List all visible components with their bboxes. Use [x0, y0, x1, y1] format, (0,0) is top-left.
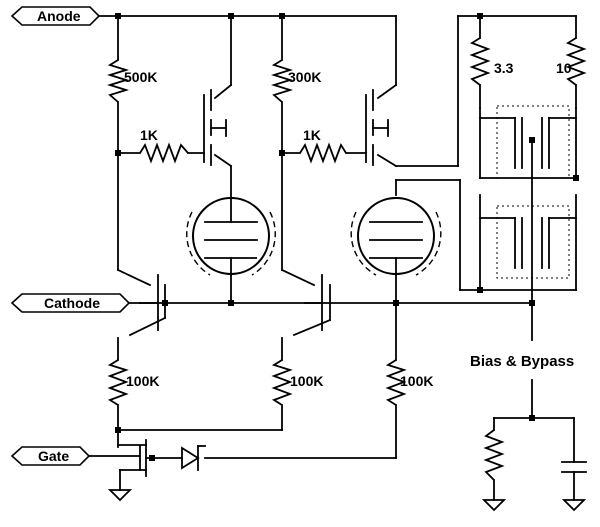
resistor-500k: 500K	[106, 59, 157, 103]
resistor-10-label: 10	[556, 60, 572, 76]
resistor-1k-right: 1K	[299, 127, 347, 164]
igbt-left	[203, 89, 227, 166]
resistor-100k-right: 100K	[385, 359, 433, 406]
transistor-middle	[304, 274, 323, 331]
cathode-port-label: Cathode	[44, 295, 100, 311]
bypass-capacitor	[561, 461, 587, 473]
resistor-300k-label: 300K	[288, 69, 321, 85]
power-module	[479, 105, 577, 291]
gate-port-label: Gate	[38, 448, 69, 464]
bias-bypass-label: Bias & Bypass	[470, 353, 574, 370]
resistor-100k-left: 100K	[107, 359, 159, 406]
resistor-1k-left-label: 1K	[140, 127, 158, 143]
junction-dots	[115, 13, 579, 461]
resistor-10: 10	[556, 37, 587, 86]
resistor-1k-left: 1K	[139, 127, 189, 164]
anode-port-label: Anode	[37, 8, 81, 24]
gate-port[interactable]: Gate	[10, 446, 91, 466]
igbt-right	[365, 89, 389, 166]
ground-icon	[107, 489, 133, 502]
resistor-3-3: 3.3	[469, 37, 514, 86]
resistor-500k-label: 500K	[124, 69, 157, 85]
anode-port[interactable]: Anode	[10, 6, 101, 26]
transistor-left	[139, 274, 159, 331]
resistor-1k-right-label: 1K	[303, 127, 321, 143]
wiring	[88, 15, 577, 501]
resistor-3-3-label: 3.3	[494, 60, 514, 76]
resistor-100k-middle-label: 100K	[290, 373, 323, 389]
cathode-port[interactable]: Cathode	[10, 293, 131, 313]
gate-diode	[181, 445, 206, 471]
ground-icon	[561, 499, 587, 512]
ground-icon	[481, 499, 507, 512]
resistor-bias	[483, 429, 505, 481]
vacuum-tube-right	[350, 197, 442, 276]
resistor-100k-middle: 100K	[271, 359, 323, 406]
resistor-300k: 300K	[270, 59, 321, 103]
resistor-100k-right-label: 100K	[400, 373, 433, 389]
resistor-100k-left-label: 100K	[126, 373, 159, 389]
vacuum-tube-left	[186, 197, 276, 276]
